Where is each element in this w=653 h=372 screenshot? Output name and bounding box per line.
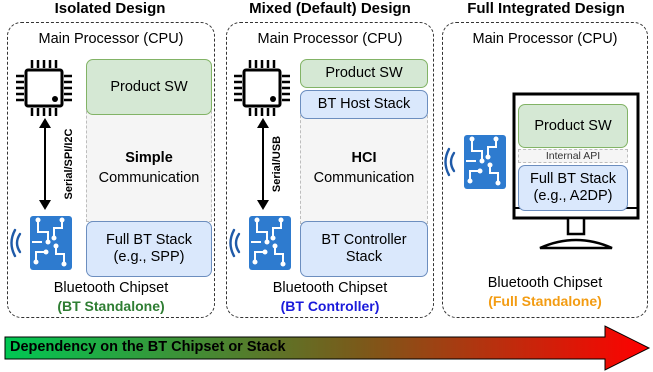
full-standalone-label: (Full Standalone) [488,293,602,309]
cpu-chip-icon [234,60,290,116]
internal-api-label: Internal API [545,149,601,162]
bus-label: Serial/SPI/I2C [63,128,75,200]
bluetooth-chipset-label: Bluetooth Chipset [53,280,169,296]
isolated-design-title: Isolated Design [54,0,166,17]
cpu-chip-icon [16,60,72,116]
bt-host-stack-box: BT Host Stack [300,90,428,119]
bluetooth-circuit-icon [444,135,506,189]
dependency-gradient-arrow [4,325,651,371]
bt-host-stack-label: BT Host Stack [317,96,411,112]
bus-double-arrow [257,118,269,210]
product-sw-box: Product SW [518,104,628,148]
internal-api-box: Internal API [518,149,628,163]
full-integrated-design-title: Full Integrated Design [467,0,625,17]
product-sw-label: Product SW [325,65,403,81]
bluetooth-chipset-label: Bluetooth Chipset [272,280,388,296]
bus-label: Serial/USB [271,135,283,193]
full-integrated-panel [442,22,648,318]
bt-controller-label: (BT Controller) [280,298,380,314]
dependency-arrow-label: Dependency on the BT Chipset or Stack [10,339,286,355]
cpu-label: Main Processor (CPU) [257,31,403,47]
product-sw-label: Product SW [110,78,188,95]
cpu-label: Main Processor (CPU) [472,31,618,47]
bt-standalone-label: (BT Standalone) [57,298,165,314]
product-sw-box: Product SW [300,59,428,88]
bluetooth-chipset-label: Bluetooth Chipset [487,275,603,291]
bus-double-arrow [39,118,51,210]
full-bt-stack-box: Full BT Stack(e.g., SPP) [86,221,212,277]
bluetooth-circuit-icon [229,216,291,270]
mixed-design-panel [226,22,434,318]
communication-zone [86,96,212,222]
mixed-design-title: Mixed (Default) Design [249,0,411,17]
full-bt-stack-box: Full BT Stack(e.g., A2DP) [518,165,628,211]
product-sw-label: Product SW [534,117,612,134]
product-sw-box: Product SW [86,59,212,115]
bluetooth-circuit-icon [10,216,72,270]
isolated-design-panel [7,22,215,318]
cpu-label: Main Processor (CPU) [38,31,184,47]
